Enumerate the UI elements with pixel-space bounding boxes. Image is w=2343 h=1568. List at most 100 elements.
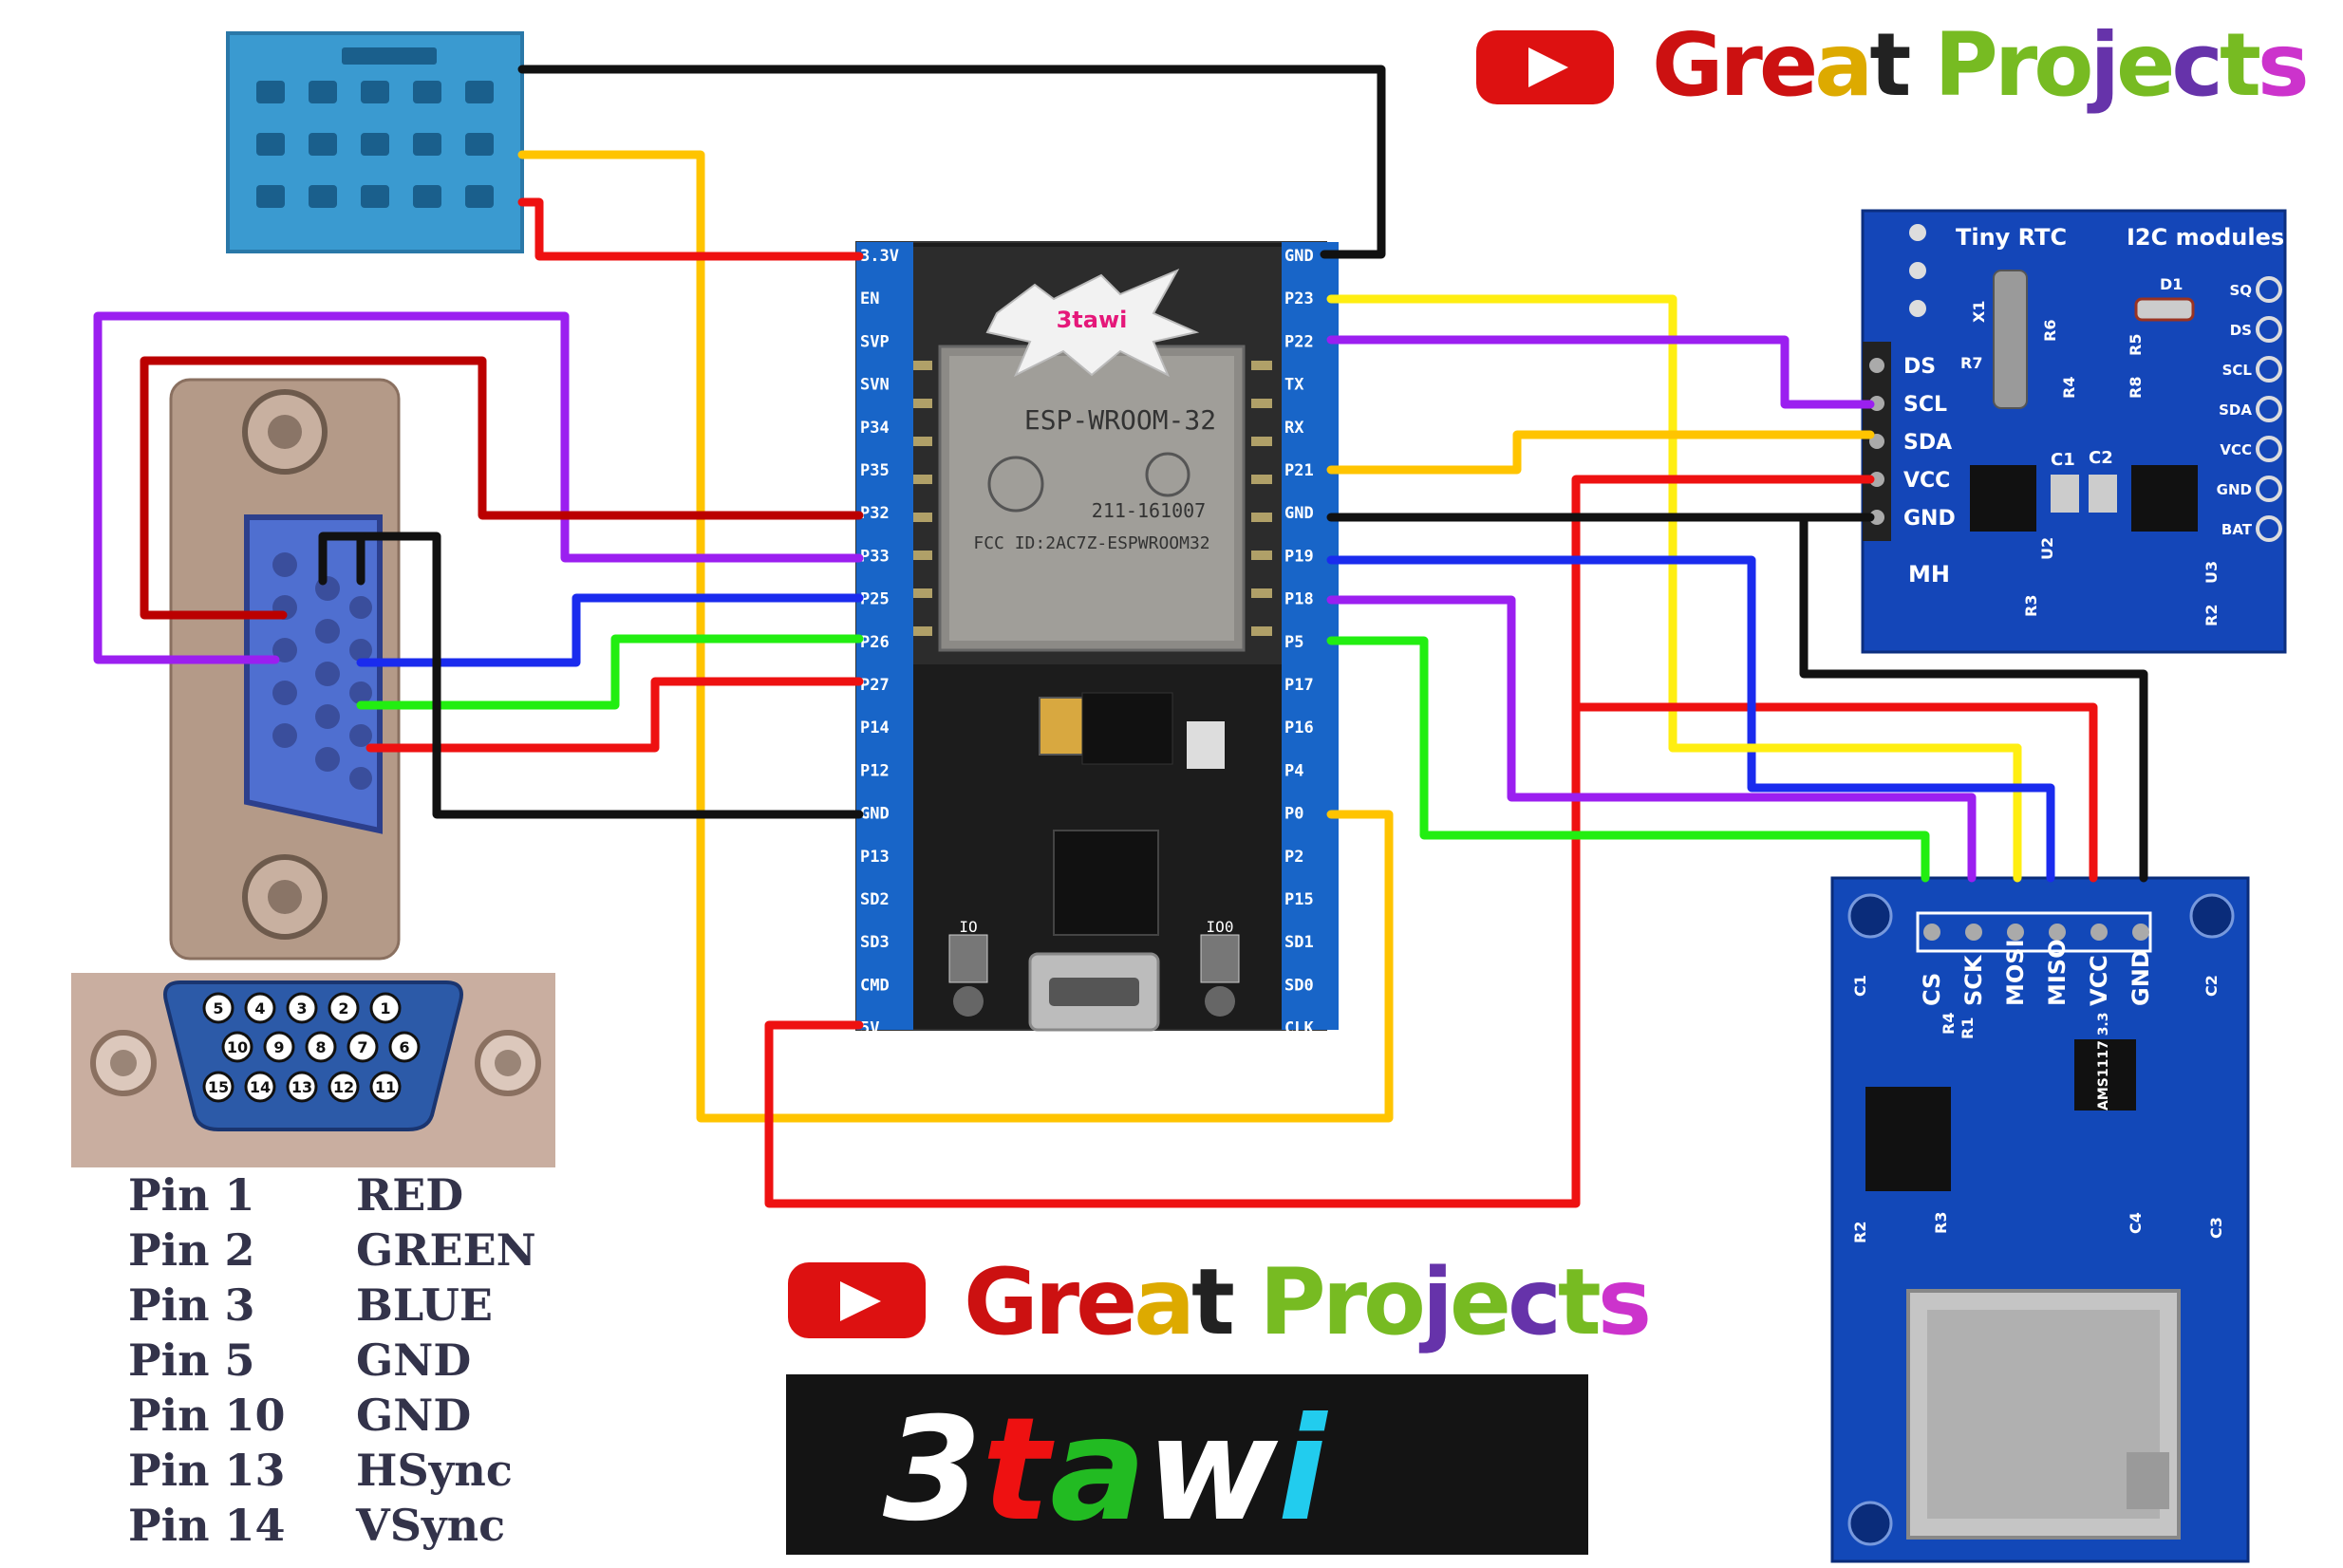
esp32-pin-label: P34 [860,419,890,438]
sd-label: R2 [1851,1222,1869,1243]
dht-sensor [226,31,524,253]
sd-label: R1 [1959,1017,1977,1039]
rtc-pin-label: DS [1903,355,1936,379]
brand-letter: Pr [1934,14,2037,116]
pin-number: Pin 14 [128,1500,286,1551]
rtc-right-pin-label: SCL [2222,362,2253,379]
wire-rtc-vcc [764,475,1875,1208]
esp32-pin-label: CLK [1284,1019,1314,1038]
rtc-label: D1 [2160,275,2183,293]
wire-vga-vsync [140,356,864,620]
brand-letter: a [1134,1249,1191,1355]
sd-pin-label: SCK [1960,954,1987,1006]
brand-letter: t [1191,1249,1233,1355]
vga-pin [286,992,318,1024]
esp32-left-pin-labels: 3.3VENSVPSVNP34P35P32P33P25P26P27P14P12G… [860,247,899,1038]
rtc-right-pin-label: VCC [2220,441,2252,458]
vga-pin [263,1031,295,1063]
rtc-right-pin [2256,276,2282,303]
brand-letter: c [2171,14,2220,116]
vga-pin [202,1071,234,1103]
rtc-pin-label: VCC [1903,469,1950,493]
wire-rtc-gnd-down [1799,513,2148,883]
rtc-label: MH [1908,561,1950,588]
logo-letter: 3 [883,1388,982,1553]
vga-connector [169,378,401,961]
wire-sd-mosi [1326,555,2055,883]
pin-signal: BLUE [356,1279,493,1331]
brand-letter: o [1363,1249,1422,1355]
sd-pin [1923,924,1940,941]
rtc-label: C2 [2089,448,2113,468]
brand-letter [1231,1249,1259,1355]
wire-vga-gnd [318,532,864,819]
esp32-pin-label: P32 [860,504,890,523]
sd-pin [2132,924,2149,941]
pin-number: Pin 1 [128,1169,255,1221]
svg-text:3tawi: 3tawi [883,1388,1329,1553]
esp32-pin-label: EN [860,289,879,308]
fcc-label: FCC ID:2AC7Z-ESPWROOM32 [973,533,1209,553]
rtc-label: R2 [2202,605,2221,626]
rtc-right-pin [2256,436,2282,462]
esp32-pin-label: P0 [1284,805,1303,824]
pin-signal: HSync [356,1445,513,1496]
rtc-title: Tiny RTC [1956,224,2067,251]
esp32-pin-label: P16 [1284,719,1314,737]
sd-pin [2090,924,2108,941]
brand-letter: re [1035,1249,1134,1355]
vga-pin-number: 12 [333,1078,354,1096]
vga-pin [369,992,402,1024]
esp32-pin-label: SD1 [1284,933,1314,952]
brand-letter: e [2116,14,2171,116]
brand-letter: s [2258,14,2306,116]
esp32-pin-label: RX [1284,419,1304,438]
rtc-right-pin [2256,356,2282,383]
brand-letter: G [1652,14,1720,116]
sd-pin-label: CS [1919,973,1945,1006]
brand-banner-top: Great Projects [1476,14,2310,116]
rtc-right-pin [2256,396,2282,422]
vga-pin-number: 2 [338,999,348,1017]
rtc-label: U3 [2202,561,2221,584]
youtube-play-icon [1528,47,1568,87]
brand-letter: a [1814,14,1869,116]
brand-letter: t [2220,14,2259,116]
wire-dht-vcc [517,197,864,261]
sd-label: C1 [1851,975,1869,997]
rtc-label: R6 [2041,320,2059,342]
pin-number: Pin 2 [128,1224,255,1276]
brand-title-top: Great Projects [1652,14,2306,116]
brand-title-bottom: Great Projects [964,1249,1648,1355]
vga-pin [221,1031,253,1063]
esp32-pin-label: P26 [860,633,890,652]
rtc-label: R7 [1960,354,1982,372]
sd-label: C2 [2202,975,2221,997]
esp32-pin-label: P21 [1284,461,1314,480]
esp32-pin-label: P14 [860,719,890,737]
rtc-pin-label: GND [1903,507,1956,531]
rtc-label: R5 [2127,334,2145,356]
esp32-pin-label: P23 [1284,289,1314,308]
esp32-pin-label: SD0 [1284,976,1314,995]
esp32-pin-label: 3.3V [860,247,899,266]
esp32-board: 3tawi ESP-WROOM-32 211-161007 FCC ID:2AC… [855,241,1339,1038]
vga-pin-number: 8 [315,1038,326,1056]
brand-letter: j [2086,14,2116,116]
vga-pin [202,992,234,1024]
esp32-pin-label: P18 [1284,590,1314,609]
esp32-pin-label: CMD [860,976,890,995]
vga-pin-number: 7 [357,1038,367,1056]
brand-letter: o [2034,14,2090,116]
brand-letter: c [1508,1249,1558,1355]
wire-rtc-sda [1326,430,1875,475]
vga-pin [347,1031,379,1063]
esp32-pin-label: P22 [1284,332,1314,351]
rtc-label: U2 [2038,537,2056,560]
